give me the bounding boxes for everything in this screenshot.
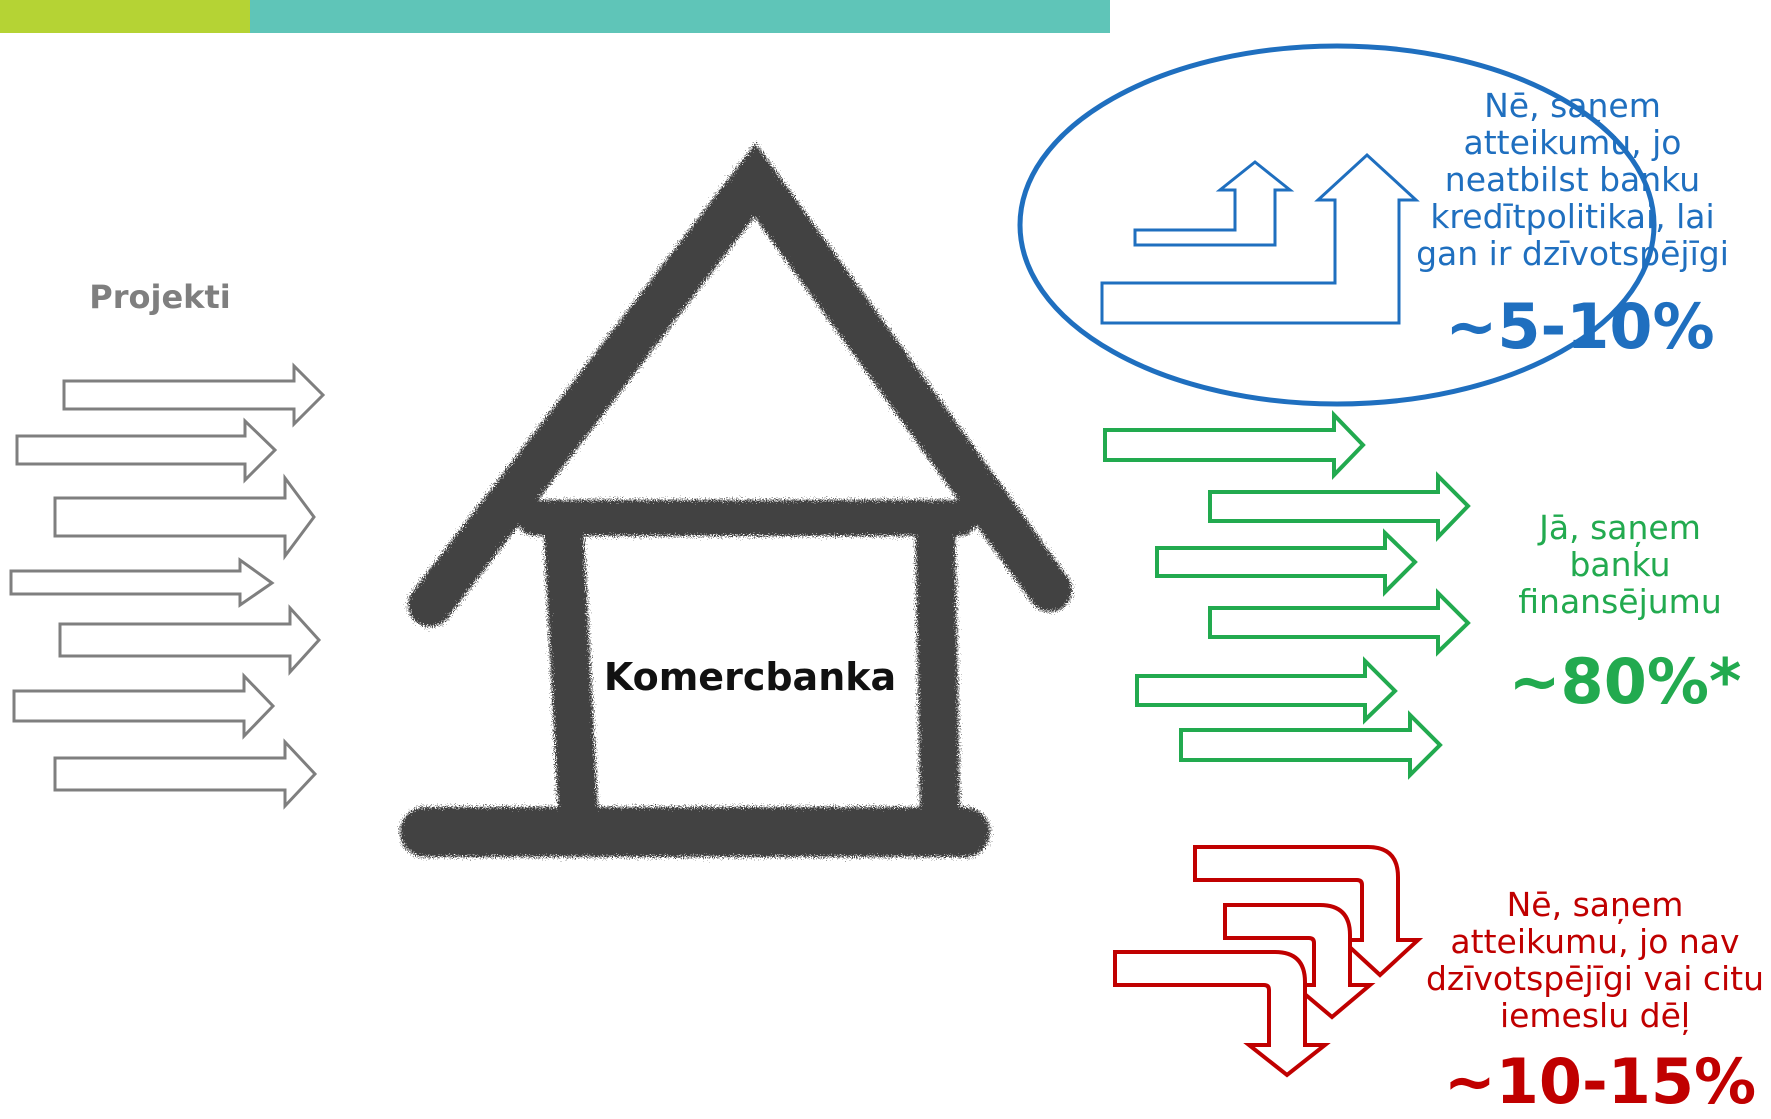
up-turn-arrow-small <box>1135 162 1290 245</box>
approved-arrow <box>1137 661 1395 720</box>
projects-label: Projekti <box>60 278 260 316</box>
down-turn-arrows <box>1115 847 1418 1075</box>
input-arrow <box>55 478 314 556</box>
down-turn-arrow <box>1115 952 1325 1075</box>
input-arrow <box>60 608 319 672</box>
up-turn-arrows <box>1102 155 1416 323</box>
input-arrow <box>14 676 273 736</box>
approved-arrow <box>1210 593 1468 652</box>
approved-arrow <box>1210 476 1468 537</box>
input-arrows <box>11 366 323 806</box>
approved-text: Jā, saņem banku finansējumu <box>1505 510 1735 621</box>
chalk-house-icon <box>425 180 1050 832</box>
rejected-policy-text: Nē, saņem atteikumu, jo neatbilst banku … <box>1400 88 1745 273</box>
approved-arrows <box>1105 415 1468 775</box>
rejected-policy-percent: ~5-10% <box>1430 290 1730 364</box>
approved-arrow <box>1105 415 1363 475</box>
input-arrow <box>11 560 272 605</box>
up-turn-arrow-large <box>1102 155 1416 323</box>
rejected-not-viable-text: Nē, saņem atteikumu, jo nav dzīvotspējīg… <box>1420 887 1770 1035</box>
input-arrow <box>64 366 323 424</box>
input-arrow <box>55 742 315 806</box>
approved-arrow <box>1157 533 1415 592</box>
approved-percent: ~80%* <box>1500 645 1750 719</box>
rejected-not-viable-percent: ~10-15% <box>1440 1045 1760 1119</box>
bank-label: Komercbanka <box>580 655 920 701</box>
input-arrow <box>17 421 275 480</box>
approved-arrow <box>1181 715 1440 775</box>
